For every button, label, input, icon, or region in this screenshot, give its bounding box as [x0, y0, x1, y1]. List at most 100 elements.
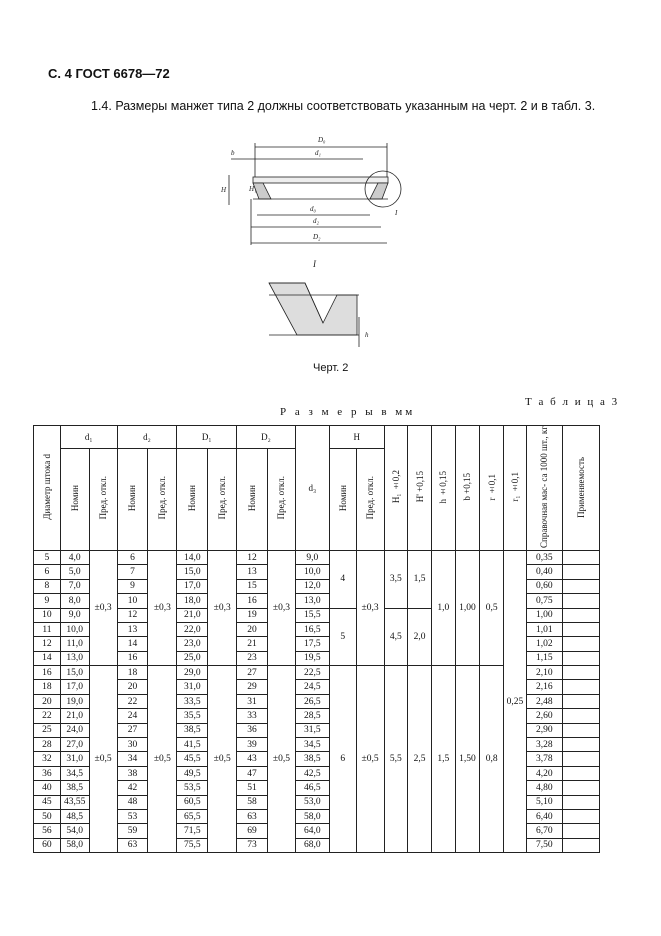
cell-d2: 24 — [116, 708, 149, 724]
col-Hs: H' +0,15 — [414, 471, 425, 503]
cell-H1: 3,5 — [383, 549, 409, 609]
cell-mass: 5,10 — [525, 794, 563, 811]
cell-application — [561, 578, 601, 595]
cell-d2: 27 — [116, 722, 149, 739]
cell-H-tol: ±0,3 — [355, 549, 385, 667]
cell-D1: 60,5 — [176, 794, 209, 811]
cell-d1: 15,0 — [59, 665, 90, 681]
cell-d2: 7 — [116, 564, 149, 580]
cell-D2: 16 — [236, 593, 269, 609]
cell-d: 12 — [33, 636, 61, 652]
cell-Hs: 1,5 — [407, 549, 432, 609]
cell-D2: 47 — [236, 765, 269, 782]
cell-d1: 54,0 — [59, 823, 90, 839]
cell-d1: 19,0 — [59, 693, 90, 710]
cell-d2: 59 — [116, 823, 149, 839]
cell-mass: 1,02 — [525, 636, 563, 652]
cell-H: 4 — [328, 549, 357, 609]
cell-mass: 2,90 — [525, 722, 563, 739]
cell-D1: 49,5 — [176, 765, 209, 782]
cell-b: 1,50 — [454, 665, 481, 854]
cell-d2: 42 — [116, 780, 149, 796]
cell-D2: 39 — [236, 737, 269, 753]
cell-d1: 43,55 — [59, 794, 90, 811]
cell-d: 45 — [33, 794, 61, 811]
cell-d3: 10,0 — [294, 564, 330, 580]
label-H: H — [220, 186, 227, 194]
cell-d1: 11,0 — [59, 636, 90, 652]
cell-d: 22 — [33, 708, 61, 724]
page-header: С. 4 ГОСТ 6678—72 — [48, 66, 170, 81]
cell-mass: 6,40 — [525, 808, 563, 825]
cell-H1: 4,5 — [383, 607, 409, 667]
cell-D2: 19 — [236, 607, 269, 623]
cell-D2: 51 — [236, 780, 269, 796]
cell-d3: 9,0 — [294, 549, 330, 566]
cell-d: 10 — [33, 607, 61, 623]
table-label: Т а б л и ц а 3 — [525, 396, 620, 408]
cell-Hs: 2,0 — [407, 607, 432, 667]
label-d1: d₁ — [315, 149, 321, 157]
label-H1: H₁ — [248, 185, 257, 193]
cell-application — [561, 665, 601, 681]
cell-d3: 16,5 — [294, 621, 330, 638]
cell-application — [561, 794, 601, 811]
cell-D1: 75,5 — [176, 837, 209, 854]
cell-H: 5 — [328, 607, 357, 667]
cell-d3: 22,5 — [294, 665, 330, 681]
cell-d1: 58,0 — [59, 837, 90, 854]
cell-mass: 3,78 — [525, 751, 563, 767]
cell-r: 0,5 — [479, 549, 505, 667]
col-d1: d₁ — [59, 425, 118, 449]
cell-D1-tol: ±0,3 — [207, 549, 238, 667]
cell-D2-tol: ±0,3 — [267, 549, 296, 667]
cell-application — [561, 621, 601, 638]
cell-d2: 12 — [116, 607, 149, 623]
col-h: h ±0,15 — [438, 470, 449, 504]
cell-d1: 34,5 — [59, 765, 90, 782]
cell-D1: 29,0 — [176, 665, 209, 681]
cell-d2: 16 — [116, 650, 149, 667]
col-H: H — [328, 425, 385, 449]
cell-mass: 2,10 — [525, 665, 563, 681]
cell-d1: 10,0 — [59, 621, 90, 638]
cell-d: 36 — [33, 765, 61, 782]
cell-D2: 23 — [236, 650, 269, 667]
cell-d1: 38,5 — [59, 780, 90, 796]
cell-application — [561, 837, 601, 854]
cell-mass: 7,50 — [525, 837, 563, 854]
label-b: b — [231, 149, 235, 157]
cell-application — [561, 737, 601, 753]
cell-d2: 48 — [116, 794, 149, 811]
cell-D2-tol: ±0,5 — [267, 665, 296, 854]
cell-r: 0,8 — [479, 665, 505, 854]
col-r1: r₁ ±0,1 — [509, 472, 520, 502]
cell-D2: 36 — [236, 722, 269, 739]
cell-d: 20 — [33, 693, 61, 710]
cell-d1-tol: ±0,5 — [88, 665, 118, 854]
cell-d: 60 — [33, 837, 61, 854]
cell-d: 32 — [33, 751, 61, 767]
cell-mass: 0,40 — [525, 564, 563, 580]
col-H1: H₁ ±0,2 — [390, 470, 401, 504]
cell-D2: 33 — [236, 708, 269, 724]
cell-d2: 14 — [116, 636, 149, 652]
label-detail: I — [312, 259, 317, 269]
cell-application — [561, 650, 601, 667]
cell-d: 14 — [33, 650, 61, 667]
cell-D2: 58 — [236, 794, 269, 811]
cell-d1: 13,0 — [59, 650, 90, 667]
cell-application — [561, 823, 601, 839]
cell-application — [561, 549, 601, 566]
cell-mass: 2,16 — [525, 679, 563, 695]
cell-d: 56 — [33, 823, 61, 839]
cell-application — [561, 607, 601, 623]
cell-D1: 53,5 — [176, 780, 209, 796]
